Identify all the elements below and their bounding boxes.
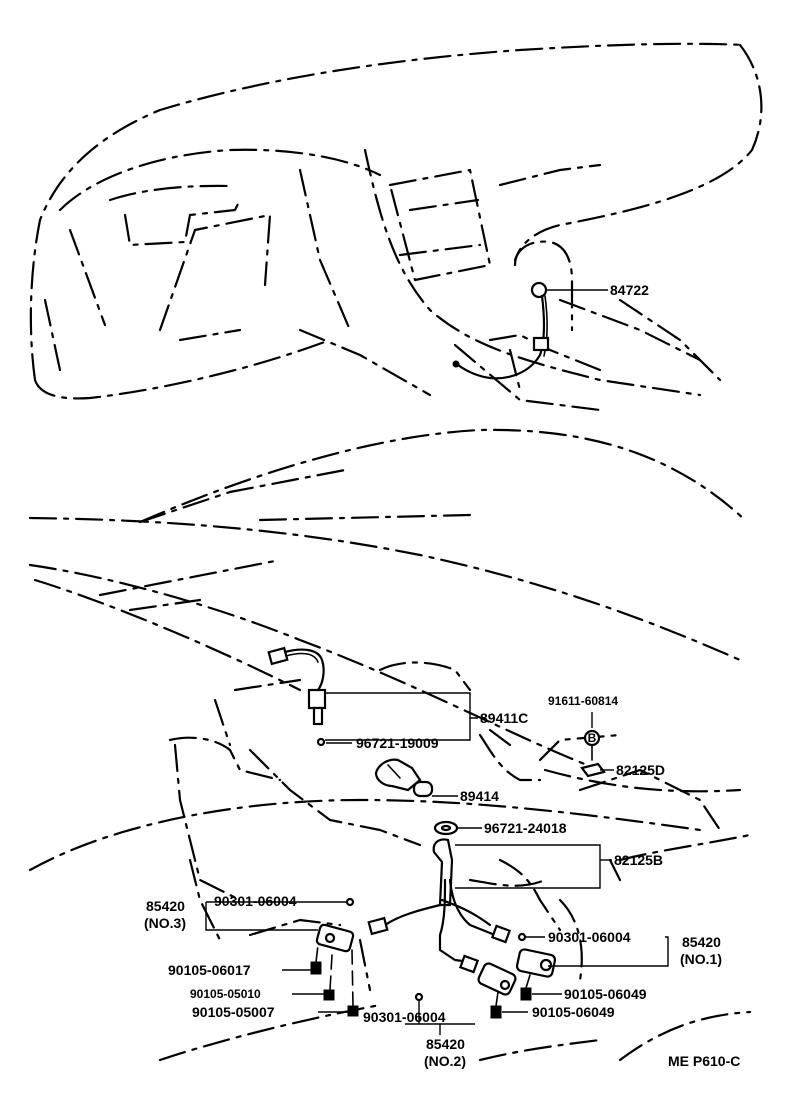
- instrument-panel-drawing: [29, 42, 763, 412]
- label-96721-24018: 96721-24018: [484, 820, 567, 836]
- part-labels: 84722 89411C 96721-19009 89414 91611-608…: [144, 282, 740, 1069]
- label-91611-60814: 91611-60814: [548, 694, 618, 708]
- label-90105-06017: 90105-06017: [168, 962, 251, 978]
- label-82125d: 82125D: [616, 762, 665, 778]
- washer-96721-24018: [433, 820, 459, 836]
- label-85420-no1: 85420: [682, 934, 721, 950]
- engine-compartment-drawing: [28, 428, 752, 1062]
- label-84722: 84722: [610, 282, 649, 298]
- label-90301-06004-c: 90301-06004: [548, 929, 631, 945]
- footer-code: ME P610-C: [668, 1053, 740, 1069]
- sensor-89411c: [267, 646, 327, 747]
- label-82125b: 82125B: [614, 852, 663, 868]
- label-89411c: 89411C: [480, 710, 528, 726]
- label-96721-19009: 96721-19009: [356, 735, 439, 751]
- sensor-85420-no3: [315, 897, 355, 953]
- sensor-85420-no1: [515, 932, 557, 978]
- label-85420-no3: 85420: [146, 898, 185, 914]
- bolts: [310, 944, 532, 1019]
- label-no1: (NO.1): [680, 951, 722, 967]
- leader-lines: [205, 289, 669, 1035]
- label-90105-06049-b: 90105-06049: [532, 1004, 615, 1020]
- label-89414: 89414: [460, 788, 499, 804]
- sensor-89414: [374, 758, 434, 798]
- label-85420-no2: 85420: [426, 1036, 465, 1052]
- label-90301-06004-a: 90301-06004: [214, 893, 297, 909]
- label-90105-05007: 90105-05007: [192, 1004, 275, 1020]
- label-90105-06049-a: 90105-06049: [564, 986, 647, 1002]
- label-90301-06004-b: 90301-06004: [363, 1009, 446, 1025]
- clip-82125d: B: [580, 729, 606, 778]
- label-90105-05010: 90105-05010: [190, 987, 261, 1001]
- label-no3: (NO.3): [144, 915, 186, 931]
- label-no2: (NO.2): [424, 1053, 466, 1069]
- circle-b-text: B: [588, 731, 597, 745]
- wire-harness-82125b: [367, 838, 512, 974]
- sensor-84722: [452, 281, 550, 380]
